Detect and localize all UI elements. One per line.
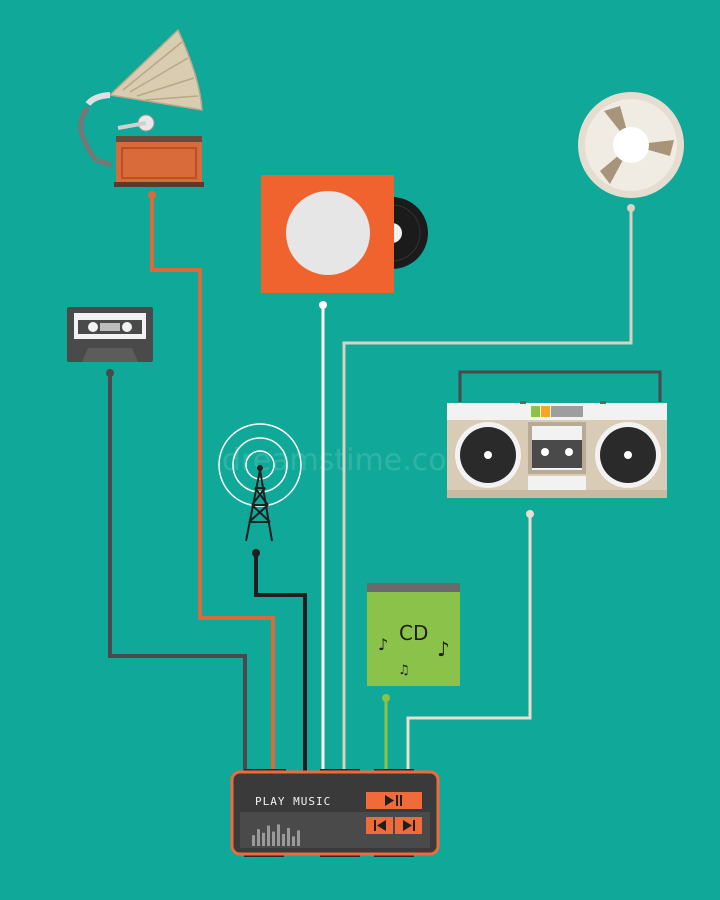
cables (106, 191, 635, 772)
equalizer-bar (272, 831, 275, 846)
equalizer-bar (252, 835, 255, 846)
equalizer-bar (257, 829, 260, 846)
music-note-icon: ♪ (437, 637, 450, 661)
equalizer-bar (287, 828, 290, 846)
music-note-icon: ♪ (378, 635, 388, 654)
boombox-icon (447, 370, 667, 498)
antenna-cable (254, 553, 307, 772)
radio-tower-icon (218, 423, 302, 542)
cassette-icon (67, 307, 153, 362)
skip-forward-button[interactable] (395, 817, 422, 834)
equalizer-bar (292, 836, 295, 846)
music-note-icon: ♫ (398, 663, 410, 678)
play-pause-button[interactable] (366, 792, 422, 809)
cd-case-icon: CD ♪ ♪ ♫ (367, 583, 460, 686)
tape-reel-icon (578, 92, 684, 198)
cassette-cable (108, 373, 247, 772)
watermark-text: dreamstime.com (222, 443, 476, 478)
equalizer-bar (282, 834, 285, 846)
equalizer-bar (262, 832, 265, 846)
skip-back-button[interactable] (366, 817, 393, 834)
equalizer-bar (297, 830, 300, 846)
boombox-cable (406, 514, 532, 772)
play-music-label: PLAY MUSIC (255, 795, 331, 808)
equalizer-icon (252, 824, 300, 846)
cd-label: CD (399, 621, 428, 645)
equalizer-bar (277, 824, 280, 846)
music-player: PLAY MUSIC (230, 769, 440, 857)
gramophone-icon (78, 28, 204, 187)
vinyl-record-icon (261, 175, 428, 293)
gramophone-cable (150, 195, 275, 772)
equalizer-bar (267, 825, 270, 846)
reel-cable (342, 208, 633, 772)
